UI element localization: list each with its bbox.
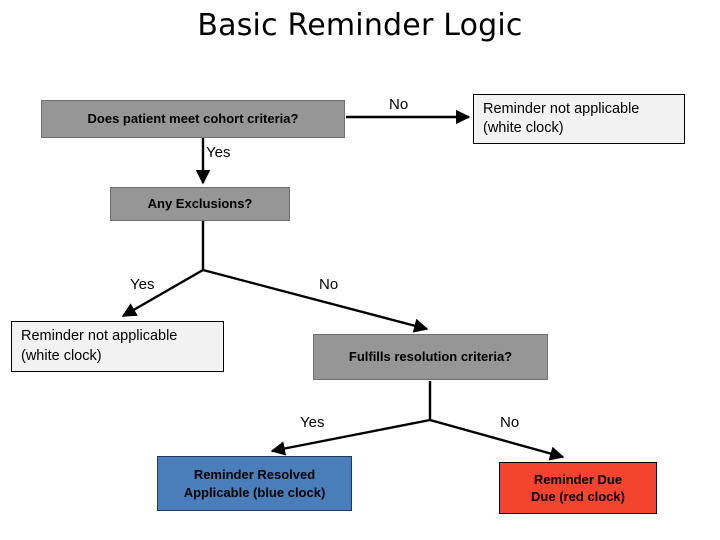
node-cohort-criteria-line-1: Does patient meet cohort criteria? (87, 111, 299, 127)
edge-fulfills-yes (270, 418, 431, 456)
page-title: Basic Reminder Logic (197, 8, 523, 43)
edge-label-cohort-yes: Yes (206, 144, 231, 161)
node-any-exclusions[interactable]: Any Exclusions? (110, 187, 290, 221)
node-fulfills-resolution-criteria-line-1: Fulfills resolution criteria? (348, 349, 513, 365)
node-reminder-resolved-line-1: Reminder Resolved (193, 467, 316, 483)
node-reminder-due[interactable]: Reminder Due Due (red clock) (499, 462, 657, 514)
node-reminder-due-line-1: Reminder Due (533, 471, 623, 487)
node-reminder-due-line-2: Due (red clock) (531, 489, 625, 504)
node-reminder-resolved-line-2: Applicable (blue clock) (183, 484, 326, 500)
node-fulfills-resolution-criteria[interactable]: Fulfills resolution criteria? (313, 334, 548, 380)
node-reminder-not-applicable-top-line-2: (white clock) (483, 120, 564, 136)
node-reminder-not-applicable-mid[interactable]: Reminder not applicable (white clock) (11, 321, 224, 372)
node-reminder-resolved[interactable]: Reminder Resolved Applicable (blue clock… (157, 456, 352, 511)
edge-label-exclusions-yes: Yes (130, 276, 155, 293)
node-cohort-criteria[interactable]: Does patient meet cohort criteria? (41, 100, 345, 138)
node-reminder-not-applicable-top[interactable]: Reminder not applicable (white clock) (473, 94, 685, 144)
node-reminder-not-applicable-mid-line-2: (white clock) (21, 347, 102, 364)
edge-label-fulfills-yes: Yes (300, 414, 325, 431)
edge-exclusions-no (202, 268, 429, 333)
node-reminder-not-applicable-mid-line-1: Reminder not applicable (21, 328, 178, 345)
edge-label-cohort-no: No (389, 96, 409, 113)
node-any-exclusions-line-1: Any Exclusions? (147, 196, 253, 212)
edge-label-fulfills-no: No (500, 414, 520, 431)
edge-fulfills-no (429, 418, 565, 461)
node-reminder-not-applicable-top-line-1: Reminder not applicable (483, 100, 640, 117)
edge-label-exclusions-no: No (319, 276, 339, 293)
